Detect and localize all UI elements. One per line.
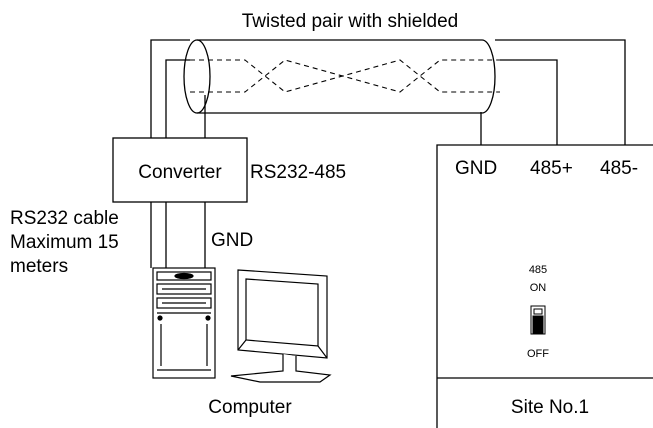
cable-title: Twisted pair with shielded <box>242 11 459 32</box>
shield-left-end <box>183 39 211 114</box>
shielded-cable <box>183 39 500 114</box>
rs232-meters-label: meters <box>10 256 68 277</box>
computer-tower-icon <box>152 267 216 379</box>
wires <box>150 39 626 268</box>
gnd-left-label: GND <box>211 230 253 251</box>
terminal-485plus-label: 485+ <box>530 158 573 179</box>
wire-to-485-minus <box>495 39 626 145</box>
wire-485-plus <box>165 59 190 138</box>
monitor-icon <box>230 269 332 383</box>
twisted-pair <box>190 59 500 93</box>
converter-label: Converter <box>138 162 222 183</box>
site-label: Site No.1 <box>511 397 589 418</box>
dip-switch-icon <box>530 305 546 335</box>
wire-485-minus <box>150 39 190 138</box>
site-panel <box>436 144 653 428</box>
terminal-485minus-label: 485- <box>600 158 638 179</box>
switch-485-label: 485 <box>529 264 547 276</box>
rs232-max-label: Maximum 15 <box>10 232 119 253</box>
rs232-cable-label: RS232 cable <box>10 208 119 229</box>
switch-on-label: ON <box>530 282 547 294</box>
converter-type-label: RS232-485 <box>250 162 346 183</box>
switch-off-label: OFF <box>527 348 549 360</box>
wire-to-485-plus <box>500 59 558 145</box>
computer-label: Computer <box>208 397 292 418</box>
terminal-gnd-label: GND <box>455 158 497 179</box>
converter-box <box>112 137 248 203</box>
shield-right-end <box>481 39 496 114</box>
